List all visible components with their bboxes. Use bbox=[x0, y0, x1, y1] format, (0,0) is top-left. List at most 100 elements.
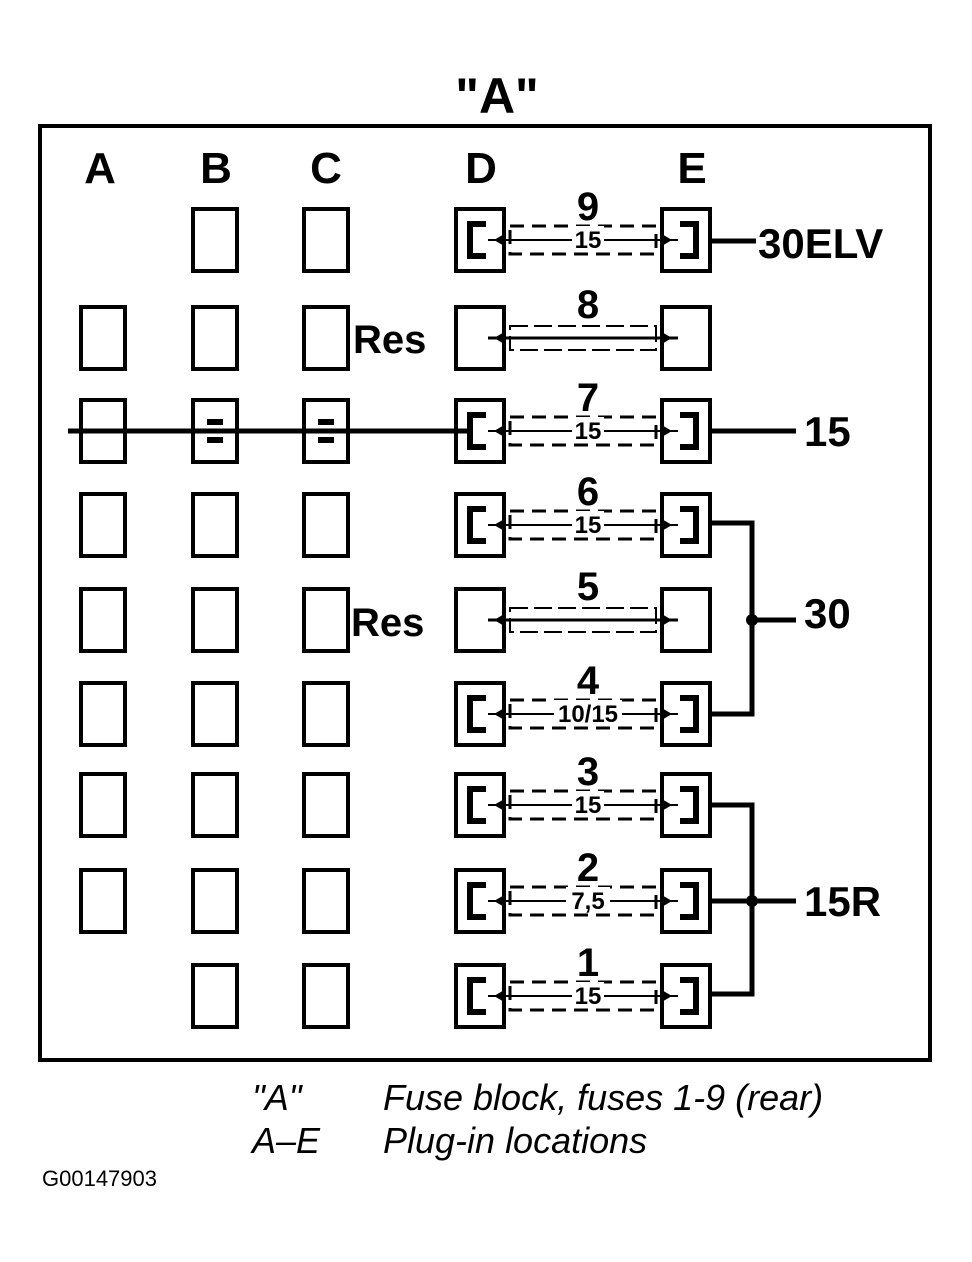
wire-30-bus bbox=[708, 520, 755, 717]
slot-contact-mark bbox=[207, 437, 223, 443]
fuse-contact bbox=[680, 506, 699, 544]
arrow-icon bbox=[494, 331, 506, 345]
arrow-icon bbox=[494, 707, 506, 721]
fuse-contact bbox=[680, 412, 699, 450]
legend-key-2: A–E bbox=[250, 1120, 321, 1161]
reserve-label-fuse-8: Res bbox=[353, 318, 426, 362]
fuse-contact bbox=[680, 786, 699, 824]
plug-in-slot-b bbox=[191, 207, 239, 273]
fuse-rating-background bbox=[572, 511, 604, 537]
legend-text-1: Fuse block, fuses 1-9 (rear) bbox=[383, 1077, 823, 1118]
fuse-contact bbox=[680, 977, 699, 1015]
fuse-block-frame bbox=[38, 124, 932, 1062]
fuse-number-label: 9 bbox=[577, 185, 599, 229]
arrow-icon bbox=[494, 798, 506, 812]
plug-in-slot-a bbox=[79, 492, 127, 558]
plug-in-slot-c bbox=[302, 963, 350, 1029]
arrow-icon bbox=[494, 989, 506, 1003]
fuse-number-label: 6 bbox=[577, 470, 599, 514]
plug-in-slot-a bbox=[79, 305, 127, 371]
fuse-number-label: 5 bbox=[577, 565, 599, 609]
plug-in-slots bbox=[79, 207, 350, 1029]
fuse-contact bbox=[467, 882, 486, 920]
plug-in-slot-a bbox=[79, 868, 127, 934]
plug-in-slot-b bbox=[191, 963, 239, 1029]
fuse-contact bbox=[467, 506, 486, 544]
arrow-icon bbox=[660, 989, 672, 1003]
fuse-9: 915 bbox=[454, 185, 712, 273]
fuse-rating-background bbox=[554, 700, 622, 726]
figure-id: G00147903 bbox=[42, 1166, 157, 1191]
slot-contact-mark bbox=[318, 419, 334, 425]
fuse-rating-label: 7,5 bbox=[571, 888, 604, 915]
fuse-number-label: 7 bbox=[577, 376, 599, 420]
arrow-icon bbox=[494, 894, 506, 908]
plug-in-slot-b bbox=[191, 681, 239, 747]
fuse-number-label: 8 bbox=[577, 283, 599, 327]
fuse-rating-background bbox=[572, 417, 604, 443]
fuse-3: 315 bbox=[454, 750, 712, 838]
fuse-contact bbox=[680, 882, 699, 920]
diagram-title: "A" bbox=[455, 68, 539, 124]
arrow-icon bbox=[494, 613, 506, 627]
junction-dot-30 bbox=[746, 614, 758, 626]
fuse-number-label: 2 bbox=[577, 846, 599, 890]
fuse-rating-background bbox=[572, 791, 604, 817]
fuse-number-label: 1 bbox=[577, 941, 599, 985]
arrow-icon bbox=[660, 613, 672, 627]
plug-in-slot-b bbox=[191, 868, 239, 934]
plug-in-slot-c bbox=[302, 681, 350, 747]
fuse-rating-label: 15 bbox=[575, 227, 602, 254]
fuse-8: 8 bbox=[454, 283, 712, 371]
terminal-label-30: 30 bbox=[804, 590, 851, 637]
fuse-contact bbox=[467, 695, 486, 733]
plug-in-slot-a bbox=[79, 772, 127, 838]
column-header-a: A bbox=[84, 144, 116, 193]
arrow-icon bbox=[660, 233, 672, 247]
fuse-number-label: 3 bbox=[577, 750, 599, 794]
plug-in-slot-c bbox=[302, 492, 350, 558]
plug-in-slot-c bbox=[302, 207, 350, 273]
plug-in-slot-c bbox=[302, 305, 350, 371]
arrow-icon bbox=[494, 518, 506, 532]
fuse-rating-background bbox=[572, 226, 604, 252]
plug-in-slot-b bbox=[191, 492, 239, 558]
fuse-6: 615 bbox=[454, 470, 712, 558]
arrow-icon bbox=[660, 518, 672, 532]
plug-in-slot-a bbox=[79, 681, 127, 747]
arrow-icon bbox=[660, 894, 672, 908]
legend-text-2: Plug-in locations bbox=[383, 1120, 647, 1161]
terminal-label-15r: 15R bbox=[804, 878, 881, 925]
fuse-4: 410/15 bbox=[454, 659, 712, 747]
arrow-icon bbox=[660, 331, 672, 345]
fuse-rating-label: 15 bbox=[575, 418, 602, 445]
fuse-number-label: 4 bbox=[577, 659, 600, 703]
fuse-contact bbox=[680, 695, 699, 733]
fuse-rating-label: 15 bbox=[575, 512, 602, 539]
plug-in-slot-b bbox=[191, 305, 239, 371]
arrow-icon bbox=[660, 798, 672, 812]
column-header-c: C bbox=[310, 144, 342, 193]
arrow-icon bbox=[494, 424, 506, 438]
fuse-rating-label: 15 bbox=[575, 983, 602, 1010]
terminal-label-30elv: 30ELV bbox=[758, 220, 883, 267]
arrow-icon bbox=[494, 233, 506, 247]
terminal-label-15: 15 bbox=[804, 408, 851, 455]
slot-contact-mark bbox=[318, 437, 334, 443]
fuse-rating-label: 10/15 bbox=[558, 701, 618, 728]
fuse-1: 115 bbox=[454, 941, 712, 1029]
plug-in-slot-b bbox=[191, 587, 239, 653]
fuse-rating-label: 15 bbox=[575, 792, 602, 819]
legend-key-1: "A" bbox=[252, 1077, 304, 1118]
arrow-icon bbox=[660, 424, 672, 438]
fuse-7: 715 bbox=[454, 376, 712, 464]
plug-in-slot-a bbox=[79, 587, 127, 653]
fuse-2: 27,5 bbox=[454, 846, 712, 934]
plug-in-slot-c bbox=[302, 772, 350, 838]
column-header-d: D bbox=[465, 144, 497, 193]
arrow-icon bbox=[660, 707, 672, 721]
fuse-contact bbox=[680, 221, 699, 259]
fuse-contact bbox=[467, 221, 486, 259]
